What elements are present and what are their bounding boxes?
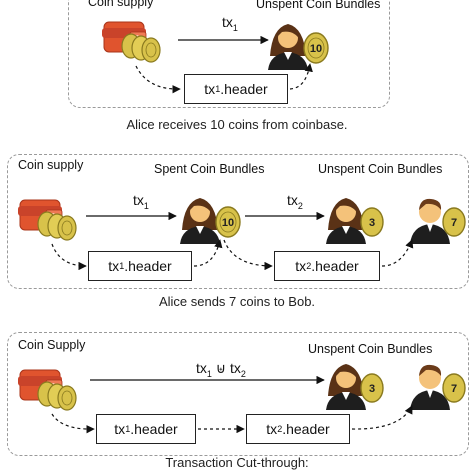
wallet-to-header-arrow (51, 243, 87, 271)
unspent-bundles-label: Unspent Coin Bundles (308, 342, 433, 356)
coin-icon: 10 (215, 206, 241, 238)
alice-avatar-icon (180, 198, 220, 244)
coin-supply-label: Coin supply (88, 0, 154, 9)
caption-cut-through: Transaction Cut-through: (165, 455, 309, 470)
header2-to-bob-arrow (351, 405, 413, 430)
coin-icon: 7 (442, 373, 466, 403)
coin-stack-icon (121, 33, 161, 63)
coin-icon: 3 (360, 373, 384, 403)
wallet-to-header-arrow (135, 65, 181, 94)
caption-alice-sends: Alice sends 7 coins to Bob. (158, 294, 316, 309)
coin-value: 10 (310, 43, 322, 55)
coin-value: 7 (451, 217, 457, 229)
coin-stack-icon (37, 381, 77, 411)
panel-coinbase (68, 0, 390, 108)
header2-to-bob-arrow (381, 239, 414, 267)
tx-union-label: tx1 ⊎ tx2 (196, 360, 246, 379)
wallet-to-header-arrow (51, 413, 95, 434)
coin-value: 7 (451, 383, 457, 395)
spent-bundles-label: Spent Coin Bundles (154, 162, 265, 176)
alice-to-header2-arrow (223, 239, 273, 271)
coin-icon: 7 (442, 207, 466, 237)
header-to-alice-arrow (289, 63, 313, 90)
unspent-bundles-label: Unspent Coin Bundles (318, 162, 443, 176)
tx1-label: tx1 (133, 192, 149, 211)
panel-alice-to-bob (7, 154, 469, 289)
header-to-alice-arrow (193, 239, 223, 267)
tx1-label: tx1 (222, 14, 238, 33)
caption-coinbase: Alice receives 10 coins from coinbase. (126, 117, 348, 132)
panel-cut-through (7, 332, 469, 456)
coin-supply-label: Coin supply (18, 158, 84, 172)
alice-avatar-icon (326, 364, 366, 410)
coin-value: 3 (369, 217, 375, 229)
coin-value: 3 (369, 383, 375, 395)
coin-icon: 10 (303, 32, 329, 64)
alice-avatar-icon (326, 198, 366, 244)
unspent-bundles-label: Unspent Coin Bundles (256, 0, 381, 11)
tx2-label: tx2 (287, 192, 303, 211)
coin-value: 10 (222, 217, 234, 229)
coin-stack-icon (37, 211, 77, 241)
coin-icon: 3 (360, 207, 384, 237)
coin-supply-label: Coin Supply (18, 338, 86, 352)
alice-avatar-icon (268, 24, 308, 70)
